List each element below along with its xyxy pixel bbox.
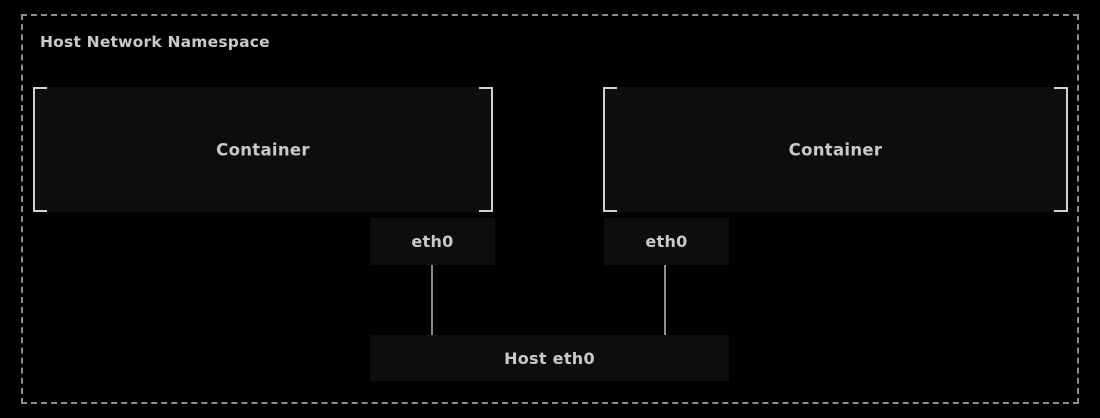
host-network-namespace-boundary: [21, 14, 1079, 404]
connector-right-eth0-to-host: [664, 265, 666, 336]
eth0-box-left: eth0: [370, 218, 495, 265]
container-box-right: Container: [603, 87, 1068, 212]
eth0-box-right: eth0: [604, 218, 729, 265]
host-eth0-label: Host eth0: [504, 348, 595, 368]
eth0-label-right: eth0: [645, 232, 688, 251]
container-label-right: Container: [788, 140, 883, 159]
eth0-label-left: eth0: [411, 232, 454, 251]
container-label-left: Container: [216, 140, 310, 159]
host-network-namespace-title: Host Network Namespace: [40, 33, 270, 51]
host-eth0-box: Host eth0: [370, 335, 729, 381]
connector-left-eth0-to-host: [431, 265, 433, 336]
container-box-left: Container: [33, 87, 493, 212]
